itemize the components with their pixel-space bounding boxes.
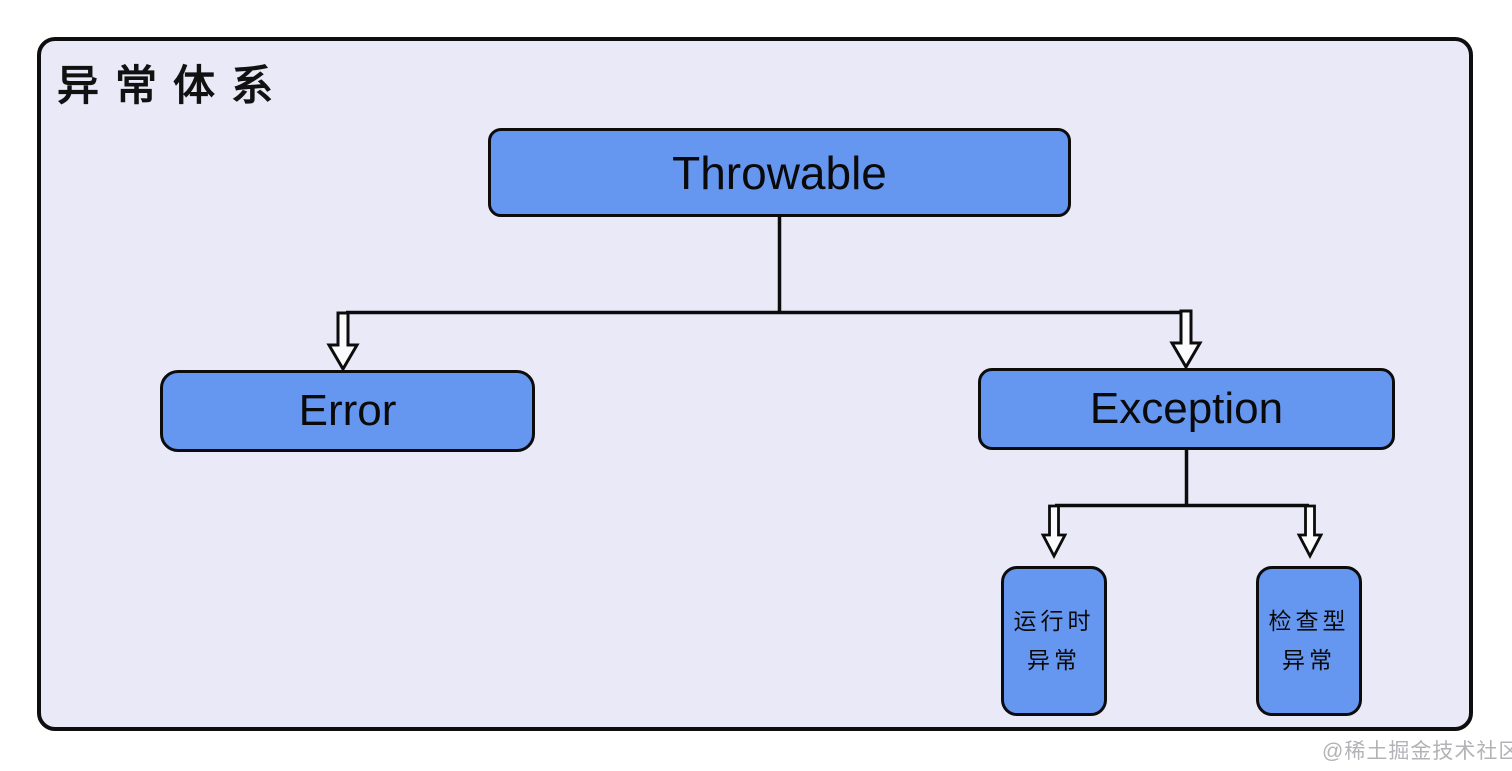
- node-checked-exception: 检查型 异常: [1256, 566, 1362, 716]
- node-runtime-exception-line1: 运行时: [1013, 607, 1095, 634]
- watermark: @稀土掘金技术社区: [1322, 740, 1512, 763]
- node-runtime-exception: 运行时 异常: [1001, 566, 1107, 716]
- down-arrow-icon: [1169, 309, 1203, 369]
- node-throwable: Throwable: [488, 128, 1071, 217]
- node-error-label: Error: [298, 386, 397, 435]
- node-runtime-exception-line2: 异常: [1027, 647, 1081, 673]
- node-exception-label: Exception: [1089, 384, 1284, 433]
- node-checked-exception-line1: 检查型: [1268, 607, 1350, 634]
- down-arrow-icon: [326, 311, 360, 371]
- diagram-title: 异常体系: [57, 62, 290, 109]
- down-arrow-icon: [1296, 504, 1324, 559]
- down-arrow-icon: [1040, 504, 1068, 559]
- node-checked-exception-line2: 异常: [1282, 647, 1336, 673]
- node-error: Error: [160, 370, 535, 452]
- node-exception: Exception: [978, 368, 1395, 450]
- node-throwable-label: Throwable: [672, 146, 887, 199]
